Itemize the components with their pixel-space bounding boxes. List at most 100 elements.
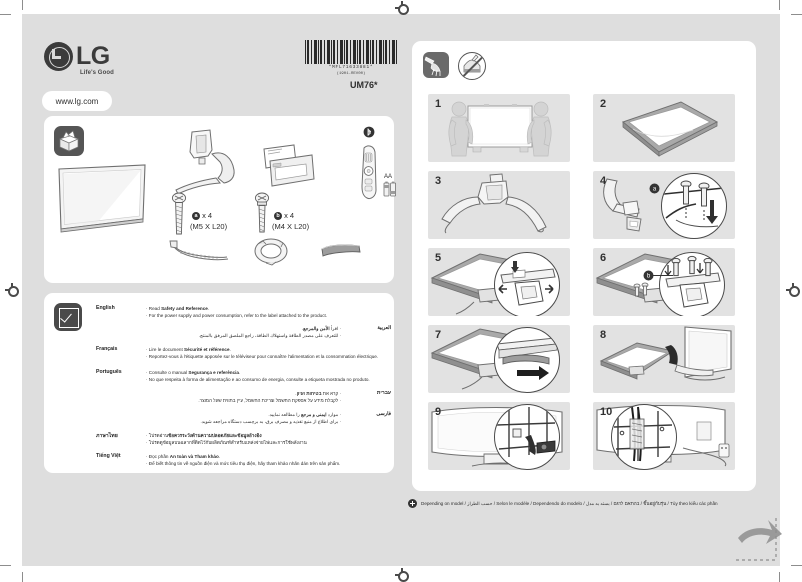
website-pill[interactable]: www.lg.com [42, 91, 112, 111]
callout-b-leader-line [653, 275, 673, 276]
step-number: 6 [600, 252, 607, 264]
crop-mark-top-right [779, 0, 780, 10]
step-number: 9 [435, 406, 442, 418]
part-cable-holder-ring [252, 236, 290, 266]
step-lay-tv-face-down: 2 [593, 94, 735, 162]
crop-mark-right-bottom [791, 565, 802, 566]
part-screw-b [254, 192, 270, 238]
step-attach-stand-body-screws: 4 [593, 171, 735, 239]
language-label-thai: ภาษาไทย [96, 433, 118, 439]
barcode-image [305, 40, 397, 64]
dry-cloth-cleaning-icon [423, 52, 449, 78]
part-stand-body-and-base [172, 128, 252, 196]
notice-line: · برای اطلاع از منبع تغذیه و مصرف برق، ب… [200, 419, 341, 424]
part-tv-panel [57, 163, 149, 243]
screw-a-spec: (M5 X L20) [190, 222, 228, 231]
part-cable-cover [319, 243, 363, 261]
parts-list-card: AA a x 4 (M5 X L20) [44, 116, 397, 283]
battery-label: AA [384, 174, 393, 180]
registration-target-bottom [395, 568, 409, 582]
assembly-steps-card: 1 [412, 41, 756, 491]
crop-mark-bottom-left [22, 572, 23, 582]
notice-line: · Read Safety and Reference. [146, 306, 210, 311]
step-stand-tv-upright: 8 [593, 325, 735, 393]
crop-mark-left-bottom [0, 565, 11, 566]
registration-target-left [5, 283, 19, 297]
notice-line: · للتعرف على مصدر الطاقة واستهلاك الطاقة… [198, 333, 341, 338]
notice-line: · โปรดอ่านข้อควรระวังด้านความปลอดภัยและข… [146, 433, 262, 438]
crop-mark-left-top [0, 14, 11, 15]
barcode-revision: (1901-REV00) [336, 71, 366, 76]
step-5-detail-circle [494, 252, 560, 316]
notice-line: · โปรดดูข้อมูลบนฉลากที่ติดไว้กับผลิตภัณฑ… [146, 440, 307, 445]
language-label-arabic: العربية [377, 325, 391, 331]
crop-mark-bottom-right [779, 572, 780, 582]
language-label-farsi: فارسی [376, 411, 391, 417]
model-number: UM76* [350, 80, 378, 90]
language-label-english: English [96, 305, 115, 311]
notice-line: · Đọc phần An toàn và Tham khảo. [146, 454, 221, 459]
callout-b-badge: b [643, 270, 654, 281]
lg-wordmark: LG [76, 42, 110, 70]
language-label-french: Français [96, 346, 118, 352]
screw-a-badge: a [192, 212, 200, 221]
step-9-detail-circle [494, 404, 560, 470]
step-6-detail-circle [659, 252, 725, 316]
footnote-text: Depending on model / حسب الطراز / Selon … [421, 501, 718, 506]
lg-tagline: Life's Good [80, 70, 114, 76]
step-stand-base-and-body: 3 [428, 171, 570, 239]
notice-line: · اقرأ الأمن والمرجع. [301, 326, 341, 331]
step-number: 7 [435, 329, 442, 341]
notice-line: · Để biết thông tin về nguồn điện và mức… [146, 461, 341, 466]
notice-line: · Lire le document Sécurité et référence… [146, 347, 231, 352]
open-box-icon [54, 126, 84, 156]
step-align-stand-to-tv: 5 [428, 248, 570, 316]
crop-mark-right-top [791, 14, 802, 15]
notice-line: · For the power supply and power consump… [146, 313, 328, 318]
step-4-detail-circle [661, 173, 727, 239]
notice-line: · Consulte o manual Segurança e referênc… [146, 370, 241, 375]
step-number: 4 [600, 175, 607, 187]
step-fasten-stand-screws: 6 [593, 248, 735, 316]
notice-line: · موارد ایمنی و مرجع را مطالعه نمایید. [268, 412, 341, 417]
svg-text:a: a [653, 187, 657, 193]
screw-b-count: x 4 [284, 211, 295, 220]
step-number: 8 [600, 329, 607, 341]
barcode-block: *MFL71633881* (1901-REV00) [303, 40, 399, 76]
barcode-number: *MFL71633881* [328, 65, 374, 70]
notice-line: · לקבלת מידע על אספקת החשמל וצריכת החשמל… [198, 398, 341, 403]
part-cable-tie [169, 240, 231, 262]
language-label-portuguese: Português [96, 369, 122, 375]
part-magic-remote-control [356, 138, 382, 204]
language-label-vietnamese: Tiếng Việt [96, 453, 121, 459]
step-number: 1 [435, 98, 442, 110]
step-number: 3 [435, 175, 442, 187]
bluetooth-badge-icon [363, 126, 375, 138]
step-number: 10 [600, 406, 613, 418]
registration-target-right [786, 283, 800, 297]
part-screw-a [171, 192, 187, 238]
step-lift-tv-two-people: 1 [428, 94, 570, 162]
lg-circle-mark [44, 42, 73, 71]
part-aa-batteries [383, 181, 397, 197]
screw-a-count: x 4 [202, 211, 213, 220]
step-number: 2 [600, 98, 607, 110]
notice-line: · קרא את בטיחות ועיון. [295, 391, 341, 396]
step-10-detail-circle [611, 404, 677, 470]
step-7-detail-circle [494, 327, 560, 393]
lg-logo: LG Life's Good [44, 42, 164, 82]
safety-notice-card: English · Read Safety and Reference. · F… [44, 293, 394, 473]
part-manual-and-warranty-card [260, 143, 320, 191]
no-liquid-cleaner-icon [458, 52, 486, 80]
page-turn-icon [732, 516, 784, 564]
step-attach-cable-holder: 9 [428, 402, 570, 470]
registration-target-top [395, 1, 409, 15]
callout-a-badge: a [649, 183, 660, 194]
notice-line: · No que respeita à forma de alimentação… [146, 377, 370, 382]
language-label-hebrew: עברית [376, 390, 391, 396]
svg-text:b: b [647, 274, 651, 280]
screw-b-badge: b [274, 212, 282, 221]
notice-line: · Reportez-vous à l'étiquette apposée su… [146, 354, 379, 359]
step-attach-cable-cover: 7 [428, 325, 570, 393]
